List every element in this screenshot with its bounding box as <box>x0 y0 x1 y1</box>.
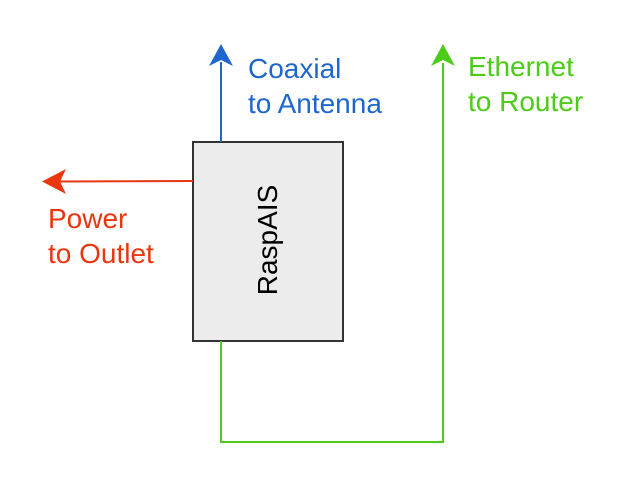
coaxial-label: Coaxial to Antenna <box>248 51 382 121</box>
ethernet-label: Ethernet to Router <box>468 49 583 119</box>
ethernet-label-line1: Ethernet <box>468 51 574 82</box>
power-arrowhead <box>42 169 66 194</box>
power-label: Power to Outlet <box>48 201 154 271</box>
ethernet-arrowhead <box>431 44 455 66</box>
coaxial-label-line1: Coaxial <box>248 53 342 84</box>
coaxial-label-line2: to Antenna <box>248 88 382 119</box>
power-line <box>59 180 194 183</box>
ethernet-line <box>220 63 444 443</box>
coaxial-arrowhead <box>209 44 233 66</box>
raspais-device-box <box>192 141 344 342</box>
device-label: RaspAIS <box>252 184 283 296</box>
ethernet-label-line2: to Router <box>468 86 584 117</box>
power-label-line2: to Outlet <box>48 238 154 269</box>
power-label-line1: Power <box>48 203 128 234</box>
